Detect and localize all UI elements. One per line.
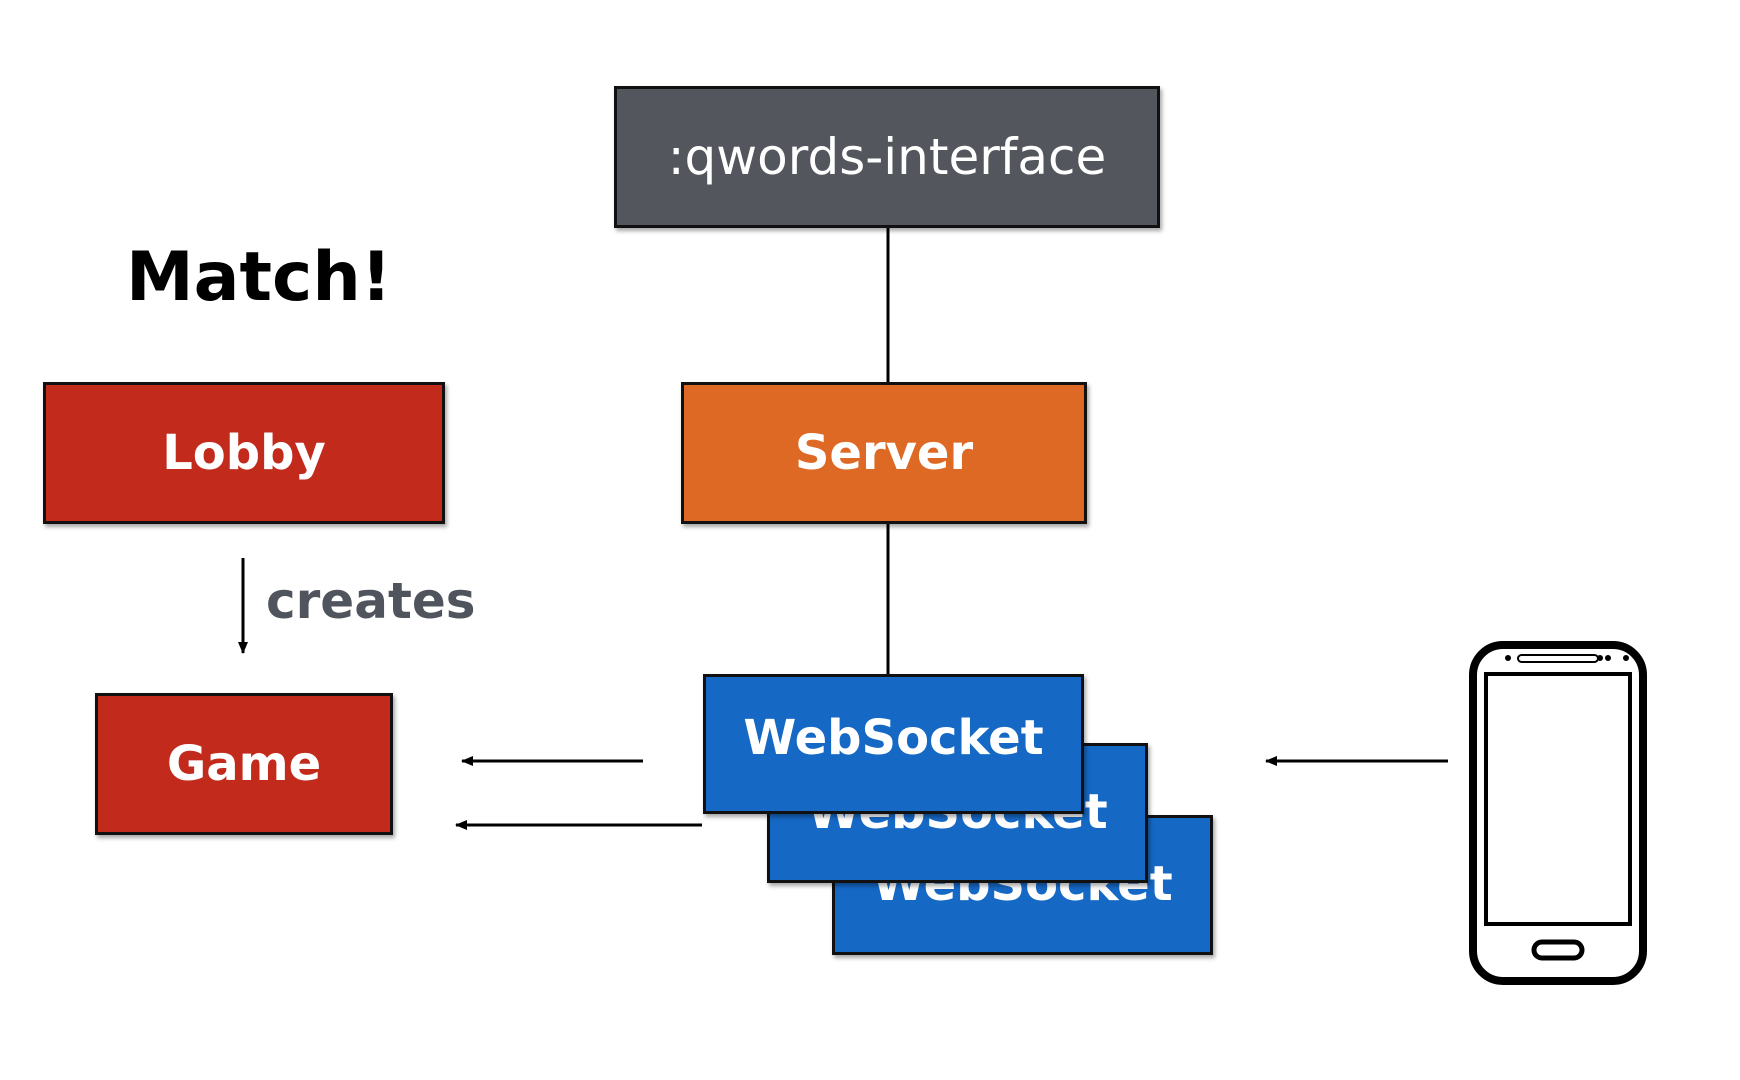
creates-edge-label: creates xyxy=(266,572,476,630)
game-node: Game xyxy=(95,693,393,835)
websocket-label: WebSocket xyxy=(743,710,1044,766)
diagram-title: Match! xyxy=(126,238,392,317)
smartphone-icon xyxy=(1469,641,1647,985)
server-label: Server xyxy=(794,425,974,481)
lobby-node: Lobby xyxy=(43,382,445,524)
websocket-node: WebSocket xyxy=(703,674,1084,814)
game-label: Game xyxy=(166,736,322,792)
qwords-interface-label: :qwords-interface xyxy=(667,128,1107,186)
qwords-interface-node: :qwords-interface xyxy=(614,86,1160,228)
lobby-label: Lobby xyxy=(162,425,326,481)
server-node: Server xyxy=(681,382,1087,524)
